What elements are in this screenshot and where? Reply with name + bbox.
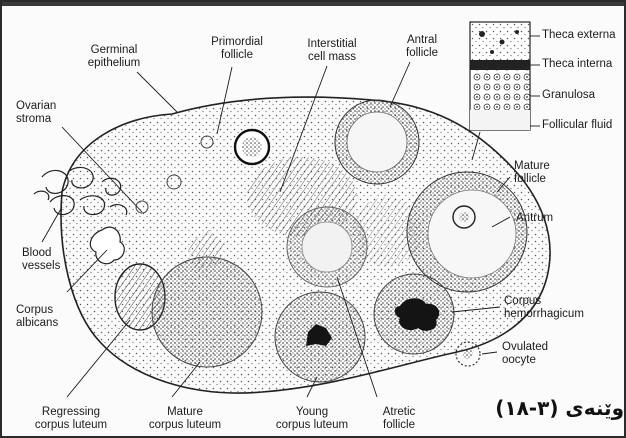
label-theca-interna: Theca interna xyxy=(542,58,626,71)
figure-caption: وێنەی (٣-١٨) xyxy=(458,396,624,426)
mature-corpus-luteum-shape xyxy=(152,257,262,367)
label-follicular-fluid: Follicular fluid xyxy=(542,119,626,132)
follicle-wall-inset xyxy=(470,22,530,130)
label-antrum: Antrum xyxy=(516,212,586,225)
label-theca-externa: Theca externa xyxy=(542,29,626,42)
label-granulosa: Granulosa xyxy=(542,89,626,102)
antrum-shape xyxy=(428,190,516,278)
